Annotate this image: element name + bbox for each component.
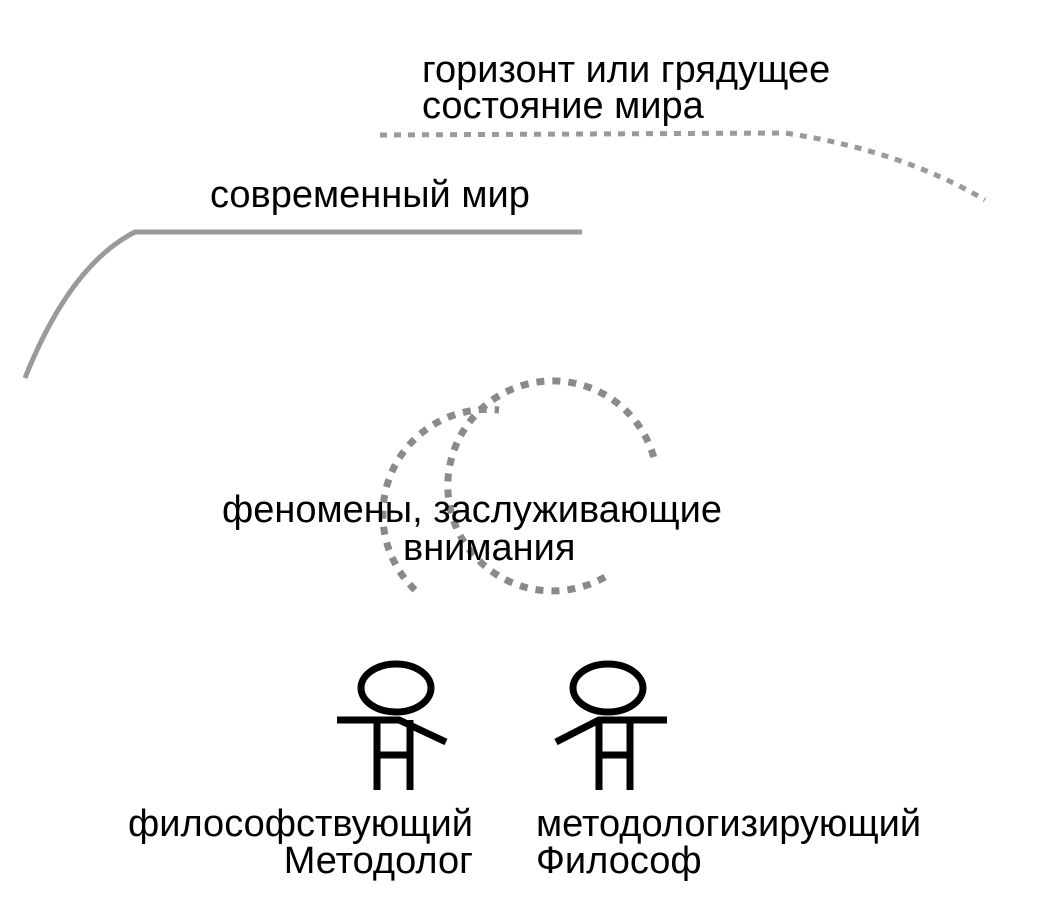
- horizon-label-line2: состояние мира: [422, 85, 705, 127]
- phenomena-arc-left: [379, 405, 500, 593]
- right-person-label-line2: Философ: [536, 840, 702, 882]
- left-person-figure: [337, 660, 448, 790]
- phenomena-arc-right: [444, 377, 659, 595]
- phenomena-label-line1: феномены, заслуживающие: [222, 489, 722, 531]
- horizon-dotted-curve: [379, 130, 987, 203]
- left-person-body: [337, 716, 448, 790]
- horizon-label-line1: горизонт или грядущее: [422, 49, 830, 91]
- right-person-body: [554, 716, 667, 790]
- right-person-head: [569, 660, 647, 716]
- left-person-label-line1: философствующий: [128, 803, 473, 845]
- modern-world-solid-curve: [22, 229, 582, 379]
- left-person-label-line2: Методолог: [284, 840, 473, 882]
- left-person-head: [357, 660, 435, 716]
- modern-world-label: современный мир: [210, 174, 530, 216]
- right-person-label-line1: методологизирующий: [536, 803, 921, 845]
- phenomena-label-line2: внимания: [403, 527, 575, 569]
- right-person-figure: [554, 660, 667, 790]
